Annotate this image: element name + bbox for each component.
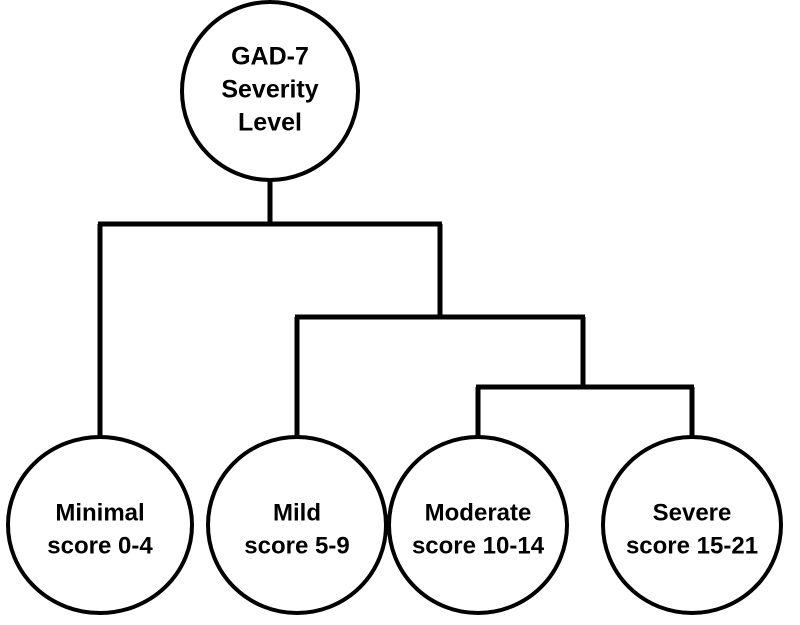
- minimal-node-shape: [6, 435, 194, 615]
- root-node-shape: [180, 0, 360, 182]
- minimal-label-name: Minimal: [55, 499, 144, 526]
- node-minimal[interactable]: Minimal score 0-4: [6, 435, 194, 615]
- node-severe[interactable]: Severe score 15-21: [601, 435, 783, 615]
- mild-label-name: Mild: [273, 499, 321, 526]
- severe-label-name: Severe: [653, 499, 732, 526]
- moderate-node-shape: [387, 435, 569, 615]
- node-moderate[interactable]: Moderate score 10-14: [387, 435, 569, 615]
- mild-label-score: score 5-9: [244, 532, 349, 559]
- severe-label-score: score 15-21: [626, 532, 758, 559]
- minimal-label-score: score 0-4: [47, 532, 153, 559]
- root-label-line3: Level: [238, 109, 302, 137]
- root-label-line2: Severity: [221, 76, 318, 104]
- moderate-label-score: score 10-14: [412, 532, 545, 559]
- mild-node-shape: [206, 435, 388, 615]
- node-mild[interactable]: Mild score 5-9: [206, 435, 388, 615]
- connector-lines: [97, 179, 695, 440]
- root-label-line1: GAD-7: [231, 43, 309, 71]
- node-root[interactable]: GAD-7 Severity Level: [180, 0, 360, 182]
- moderate-label-name: Moderate: [425, 499, 532, 526]
- severe-node-shape: [601, 435, 783, 615]
